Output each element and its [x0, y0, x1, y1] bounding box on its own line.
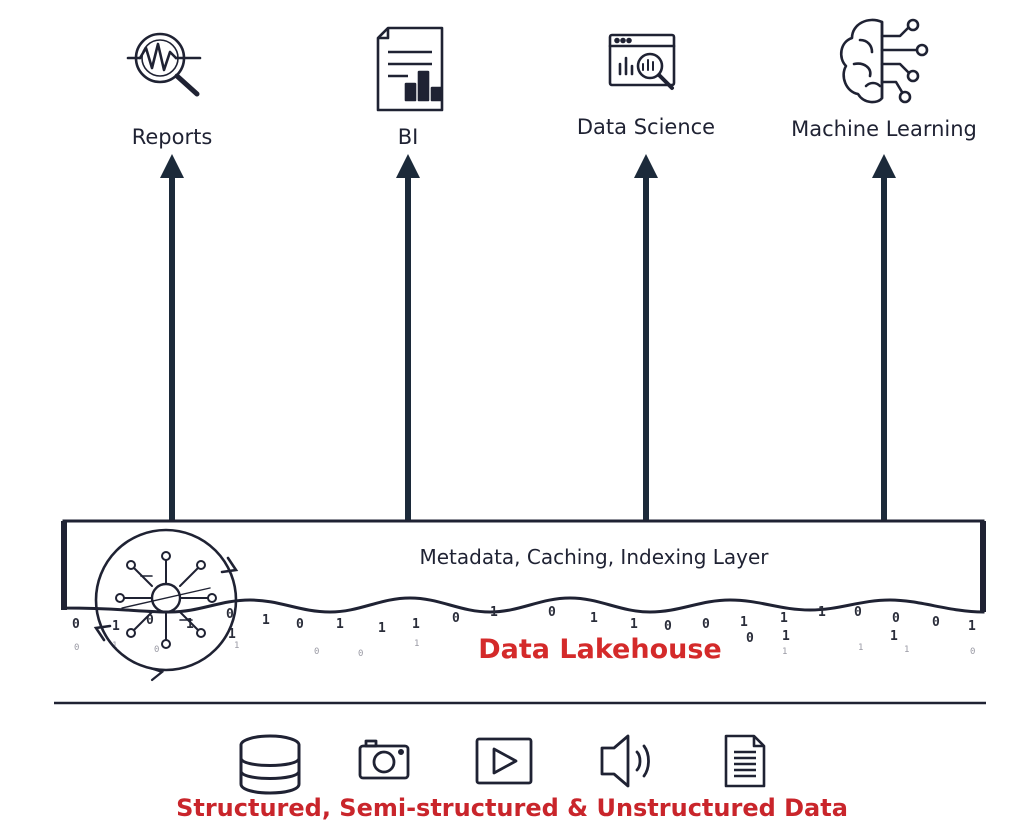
- metadata-layer-label: Metadata, Caching, Indexing Layer: [419, 545, 769, 569]
- data-lakehouse-label: Data Lakehouse: [478, 634, 722, 665]
- svg-text:0: 0: [72, 617, 80, 632]
- svg-text:0: 0: [970, 647, 975, 657]
- svg-text:1: 1: [630, 617, 638, 632]
- camera-icon: [358, 739, 410, 780]
- svg-text:1: 1: [858, 643, 863, 653]
- svg-text:1: 1: [112, 619, 120, 634]
- metadata-layer-box: [62, 519, 985, 614]
- svg-text:1: 1: [414, 639, 419, 649]
- svg-text:1: 1: [780, 611, 788, 626]
- arrow-to-data-science: [634, 154, 658, 520]
- consumer-label-machine-learning: Machine Learning: [791, 117, 977, 141]
- svg-text:0: 0: [154, 645, 159, 655]
- arrow-to-machine-learning: [872, 154, 896, 520]
- svg-text:1: 1: [234, 641, 239, 651]
- svg-text:0: 0: [146, 613, 154, 628]
- svg-text:0: 0: [358, 649, 363, 659]
- network-cycle-icon: [93, 528, 239, 682]
- consumer-label-bi: BI: [398, 125, 419, 149]
- svg-text:1: 1: [378, 621, 386, 636]
- consumer-label-data-science: Data Science: [577, 115, 715, 139]
- speaker-icon: [600, 734, 650, 788]
- data-sources-label: Structured, Semi-structured & Unstructur…: [176, 794, 848, 822]
- svg-text:1: 1: [186, 617, 194, 632]
- svg-text:0: 0: [702, 617, 710, 632]
- svg-text:1: 1: [590, 611, 598, 626]
- database-icon: [239, 734, 301, 795]
- svg-text:1: 1: [782, 629, 790, 644]
- svg-text:0: 0: [664, 619, 672, 634]
- svg-text:0: 0: [314, 647, 319, 657]
- svg-text:0: 0: [892, 611, 900, 626]
- svg-text:1: 1: [968, 619, 976, 634]
- brain-circuit-icon: [839, 18, 929, 104]
- svg-text:1: 1: [490, 605, 498, 620]
- svg-text:0: 0: [296, 617, 304, 632]
- svg-text:1: 1: [890, 629, 898, 644]
- svg-text:1: 1: [740, 615, 748, 630]
- svg-text:1: 1: [904, 645, 909, 655]
- svg-text:1: 1: [412, 617, 420, 632]
- binary-stream-decoration: 0 1 0 1 0 1 0 1 1 1 0 1 0 1 1 0 0 1 1 1 …: [72, 605, 976, 659]
- video-play-icon: [475, 737, 533, 785]
- svg-text:1: 1: [782, 647, 787, 657]
- svg-text:0: 0: [548, 605, 556, 620]
- svg-text:1: 1: [818, 605, 826, 620]
- arrow-to-reports: [160, 154, 184, 520]
- svg-text:0: 0: [746, 631, 754, 646]
- document-bar-chart-icon: [376, 26, 444, 112]
- svg-text:1: 1: [336, 617, 344, 632]
- svg-text:0: 0: [932, 615, 940, 630]
- svg-text:0: 0: [452, 611, 460, 626]
- magnifier-waveform-icon: [126, 32, 202, 97]
- arrow-to-bi: [396, 154, 420, 520]
- svg-text:0: 0: [226, 607, 234, 622]
- svg-text:1: 1: [228, 627, 236, 642]
- svg-text:0: 0: [74, 643, 79, 653]
- svg-text:0: 0: [854, 605, 862, 620]
- browser-chart-magnifier-icon: [608, 33, 676, 90]
- svg-text:1: 1: [262, 613, 270, 628]
- text-document-icon: [724, 734, 766, 788]
- consumer-label-reports: Reports: [132, 125, 213, 149]
